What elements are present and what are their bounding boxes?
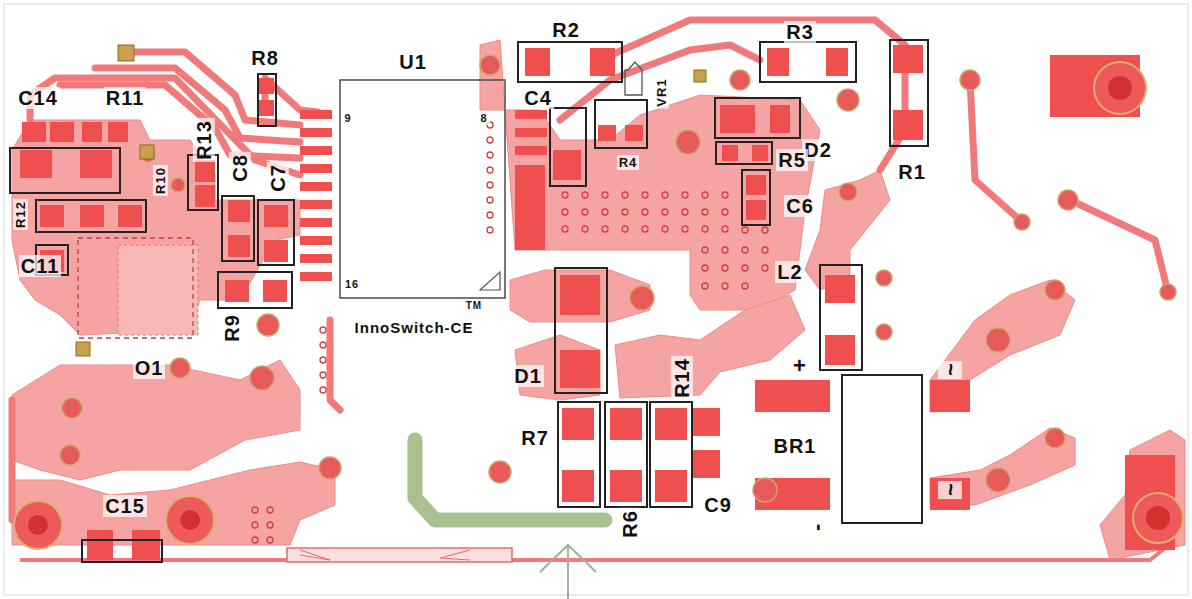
part-label: R2 [550, 19, 582, 41]
part-label: C6 [784, 195, 816, 217]
part-label: R1 [896, 161, 928, 183]
part-label: VR1 [653, 76, 668, 108]
part-label: U1 [397, 51, 429, 73]
highlight-trace [415, 440, 605, 520]
part-label: 16 [343, 278, 361, 291]
part-label: + [791, 354, 809, 378]
part-label: C4 [522, 87, 554, 109]
part-label: R10 [152, 165, 167, 196]
part-label: C15 [103, 495, 147, 517]
part-label: InnoSwitch-CE [353, 319, 476, 336]
part-label: D1 [512, 365, 544, 387]
part-label: R8 [249, 47, 281, 69]
part-label: R14 [671, 356, 693, 400]
pad-marker [76, 342, 90, 356]
part-label: R13 [193, 118, 215, 162]
part-label: ~ [938, 481, 962, 499]
copper-pour [12, 40, 1185, 560]
varistor-outline [625, 62, 642, 95]
part-label: R3 [784, 21, 816, 43]
through-hole [14, 62, 1183, 549]
pad-marker [118, 45, 134, 61]
silkscreen-outline [10, 40, 928, 562]
part-label: 9 [342, 112, 353, 125]
ic-outline [340, 80, 505, 298]
pad-marker [140, 145, 154, 159]
part-label: R12 [12, 199, 27, 230]
part-label: L2 [775, 261, 804, 283]
part-label: R7 [519, 427, 551, 449]
copper-trace [12, 20, 1168, 520]
stitch-via [252, 122, 768, 543]
smd-pad [20, 45, 1175, 560]
part-label: R4 [617, 155, 640, 170]
part-label: R5 [776, 149, 808, 171]
isolation-slot [287, 548, 512, 562]
ic-pin1-mark [480, 272, 500, 290]
board-edge [4, 4, 1188, 595]
part-label: C14 [16, 87, 60, 109]
pad-marker [694, 70, 706, 82]
thermal-pad [118, 245, 198, 335]
part-label: ~ [938, 361, 962, 379]
part-label: R11 [104, 87, 147, 109]
via [60, 55, 1176, 502]
part-label: - [808, 522, 832, 534]
part-label: TM [464, 300, 484, 312]
part-label: C9 [702, 494, 734, 516]
part-label: 8 [478, 112, 489, 125]
part-label: C8 [229, 152, 251, 184]
isolation-slot [300, 550, 470, 560]
part-label: C7 [267, 162, 289, 194]
part-label: R6 [619, 508, 641, 540]
part-label: R9 [221, 312, 243, 344]
silkscreen-outline [78, 238, 193, 338]
part-label: O1 [133, 357, 166, 379]
pointer-arrow [540, 545, 596, 599]
part-label: BR1 [771, 435, 818, 457]
part-label: C11 [19, 255, 62, 277]
